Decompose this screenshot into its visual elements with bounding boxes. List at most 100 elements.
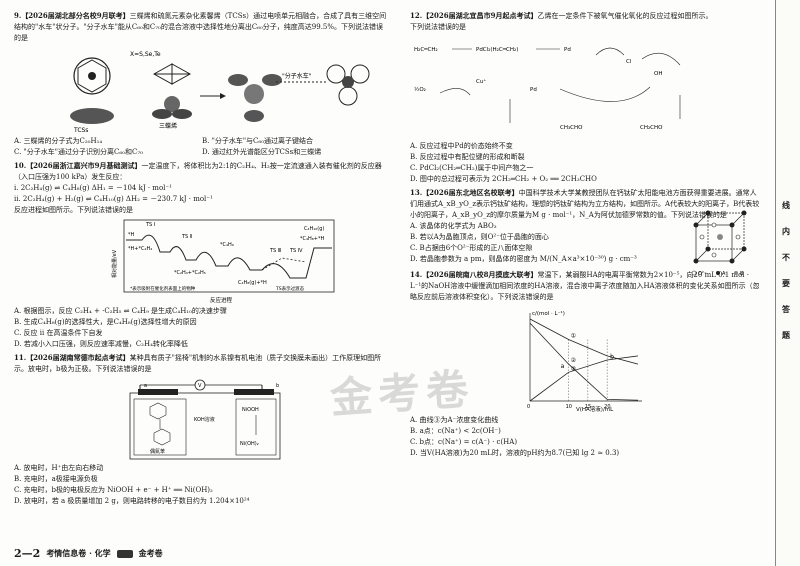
q10-reaction-2: ⅱ. 2C₂H₄(g) + H₂(g) ⇌ C₄H₁₀(g) ΔH₂ = －23… bbox=[14, 195, 213, 203]
q11-option-b[interactable]: B. 充电时，a极接电源负极 bbox=[14, 475, 98, 483]
niooh-label: NiOOH bbox=[242, 407, 259, 413]
tcss-label: TCSs bbox=[73, 127, 88, 134]
q10-label-h-c2h4: *H+*C₂H₄ bbox=[128, 246, 152, 252]
question-source: 【2026届湖南常德市起点考试】 bbox=[26, 353, 130, 362]
q11-option-c[interactable]: C. 充电时，b极的电极反应为 NiOOH + e⁻ + H⁺ ══ Ni(OH… bbox=[14, 486, 213, 494]
q10-label-ts3: TS Ⅲ bbox=[269, 248, 281, 254]
q10-label-c2h4-c2h5: *C₂H₄+*C₂H₅ bbox=[174, 270, 206, 276]
q10-prompt: 反应进程如图所示。下列说法错误的是 bbox=[14, 206, 133, 214]
q12-acetaldehyde: CH₃CHO bbox=[560, 125, 583, 131]
footer-title: 考情信息卷 · 化学 bbox=[46, 548, 111, 558]
electrode-b bbox=[234, 389, 274, 395]
q12-option-b[interactable]: B. 反应过程中有配位键的形成和断裂 bbox=[410, 153, 525, 161]
question-source: 【2026届皖南八校8月摸底大联考】 bbox=[422, 270, 538, 279]
electrode-a bbox=[138, 389, 178, 395]
question-12: 12.【2026届湖北宜昌市9月起点考试】乙烯在一定条件下被氧气催化氧化的反应过… bbox=[410, 10, 760, 185]
q14-curve-label: ② bbox=[571, 357, 577, 364]
voltmeter-icon bbox=[194, 379, 206, 391]
question-number: 10. bbox=[14, 161, 27, 170]
q10-reaction-1: ⅰ. 2C₂H₄(g) ⇌ C₄H₈(g) ΔH₁ = －104 kJ · mo… bbox=[14, 184, 172, 192]
q10-energy-diagram: 相对能量/eV *H TS Ⅰ *H+*C₂H₄ TS Ⅱ *C₂H₄+*C₂H… bbox=[111, 219, 335, 304]
q10-note-1: *表示吸附在催化剂表面上的物种 bbox=[130, 285, 196, 292]
nioh-label: Ni(OH)₂ bbox=[240, 441, 259, 447]
question-source: 【2026届湖北部分名校9月联考】 bbox=[21, 11, 130, 20]
q10-figure: 相对能量/eV *H TS Ⅰ *H+*C₂H₄ TS Ⅱ *C₂H₄+*C₂H… bbox=[14, 218, 390, 304]
binding-margin: 线 内 不 要 答 题 bbox=[775, 0, 800, 566]
q11-figure: V a b 偶氮苯 KOH溶液 NiOOH bbox=[14, 377, 390, 461]
triptycene-molecule bbox=[152, 63, 192, 119]
margin-char: 不 bbox=[782, 252, 790, 262]
q9-option-c[interactable]: C. "分子水车"通过分子识别分离C₆₀和C₇₀ bbox=[14, 148, 143, 156]
q10-option-d[interactable]: D. 若减小入口压强，则反应速率减慢，C₂H₄转化率降低 bbox=[14, 340, 188, 348]
q14-option-b[interactable]: B. a点：c(Na⁺) < 2c(OH⁻) bbox=[410, 427, 501, 435]
q13-option-b[interactable]: B. 若以A为晶胞顶点，则O²⁻位于晶胞的面心 bbox=[410, 233, 549, 241]
q11-battery-diagram: V a b 偶氮苯 KOH溶液 NiOOH bbox=[129, 379, 281, 460]
q14-point-b: b bbox=[610, 353, 614, 360]
q12-pd: Pd bbox=[564, 47, 571, 53]
q12-option-a[interactable]: A. 反应过程中Pd的价态始终不变 bbox=[410, 142, 513, 150]
question-stem: 三蝶烯和硫氮元素杂化素馨烯（TCSs）通过电喷单元相融合，合成了具有三维空间结构… bbox=[14, 12, 387, 42]
q10-option-c[interactable]: C. 反应 ⅱ 在高温条件下自发 bbox=[14, 329, 103, 337]
q12-prompt: 下列说法错误的是 bbox=[410, 23, 466, 31]
footer-brand: 金考卷 bbox=[138, 548, 163, 558]
q14-option-a[interactable]: A. 曲线③为A⁻浓度变化曲线 bbox=[410, 416, 499, 424]
q12-pd-2: Pd bbox=[530, 87, 537, 93]
q14-series-1 bbox=[529, 318, 639, 365]
q10-label-c4h9: *C₄H₉ bbox=[220, 242, 234, 248]
q14-option-c[interactable]: C. b点：c(Na⁺) = c(A⁻) · c(HA) bbox=[410, 438, 518, 446]
q10-label-h: *H bbox=[128, 232, 135, 238]
q12-cycle-diagram: H₂C═CH₂ PdCl₂(H₂C═CH₂) Pd Cl OH ½O₂ Cu⁺ … bbox=[414, 47, 681, 131]
q14-option-d[interactable]: D. 当V(HA溶液)为20 mL时，溶液的pH约为8.7(已知 lg 2 ≈ … bbox=[410, 449, 620, 457]
q11-option-a[interactable]: A. 放电时，H⁺由左向右移动 bbox=[14, 464, 104, 472]
q13-crystal-cell: O²⁻ A B bbox=[691, 210, 747, 277]
voltmeter-label: V bbox=[198, 383, 202, 389]
q13-option-d[interactable]: D. 若晶胞参数为 a pm，则晶体的密度为 M/(N_A×a³×10⁻³⁰) … bbox=[410, 255, 637, 263]
question-11: 11.【2026届湖南常德市起点考试】某种具有质子"摇椅"机制的水系镍有机电池（… bbox=[14, 352, 390, 507]
q9-figure: TCSs X=S,Se,Te 三蝶烯 bbox=[14, 46, 390, 134]
q13-option-c[interactable]: C. B占据由6个O²⁻形成的正八面体空隙 bbox=[410, 244, 533, 252]
margin-char: 题 bbox=[782, 330, 790, 340]
q10-energy-path bbox=[126, 234, 332, 279]
q10-option-a[interactable]: A. 根据图示，反应 C₂H₄ + ·C₂H₅ ⇌ C₄H₉ 是生成C₄H₁₀的… bbox=[14, 307, 227, 315]
question-number: 13. bbox=[410, 188, 423, 197]
question-stem: 中国科学技术大学某教授团队在钙钛矿太阳能电池方面获得重要进展。通常人们用通式A_… bbox=[410, 189, 760, 219]
question-number: 11. bbox=[14, 353, 27, 362]
q10-label-c4h10: C₄H₁₀(g) bbox=[304, 226, 324, 232]
margin-char: 线 bbox=[782, 200, 790, 210]
waterwheel-label: "分子水车" bbox=[282, 72, 312, 80]
margin-char: 内 bbox=[782, 226, 790, 236]
q14-series-2 bbox=[529, 322, 639, 401]
question-stem: 常温下，某弱酸HA的电离平衡常数为2×10⁻⁵，向20 mL 0.1 mol ·… bbox=[410, 271, 760, 301]
left-column: 9.【2026届湖北部分名校9月联考】三蝶烯和硫氮元素杂化素馨烯（TCSs）通过… bbox=[14, 10, 390, 507]
question-14: 14.【2026届皖南八校8月摸底大联考】常温下，某弱酸HA的电离平衡常数为2×… bbox=[410, 269, 760, 459]
q11-option-d[interactable]: D. 放电时，若 a 极质量增加 2 g，则电路转移的电子数目约为 1.204×… bbox=[14, 497, 250, 505]
q10-label-c4h8g: C₄H₈(g)+*H bbox=[238, 280, 267, 286]
q13-legend-a: A bbox=[722, 271, 726, 277]
q10-option-b[interactable]: B. 生成C₄H₈(g)的选择性大，是C₄H₈(g)选择性增大的原因 bbox=[14, 318, 197, 326]
q12-option-c[interactable]: C. PdCl₂(CH₂═CH₂)属于中间产物之一 bbox=[410, 164, 534, 172]
q13-option-a[interactable]: A. 该晶体的化学式为 ABO₃ bbox=[410, 222, 497, 230]
q10-xlabel: 反应进程 bbox=[210, 296, 233, 304]
watermark: 金考卷 bbox=[328, 364, 476, 423]
page-number: 2—2 bbox=[14, 547, 41, 560]
q9-options-row2: C. "分子水车"通过分子识别分离C₆₀和C₇₀ D. 通过红外光谱能区分TCS… bbox=[14, 147, 390, 158]
q12-option-d[interactable]: D. 图中的总过程可表示为 2CH₂═CH₂ + O₂ ══ 2CH₃CHO bbox=[410, 175, 597, 183]
q9-option-d[interactable]: D. 通过红外光谱能区分TCSs和三蝶烯 bbox=[202, 148, 322, 156]
brand-logo-icon bbox=[116, 549, 133, 558]
question-stem: 乙烯在一定条件下被氧气催化氧化的反应过程如图所示。 bbox=[537, 12, 713, 20]
q9-option-b[interactable]: B. "分子水车"与C₆₀通过离子键结合 bbox=[202, 137, 314, 145]
q9-option-a[interactable]: A. 三蝶烯的分子式为C₂₀H₁₄ bbox=[14, 137, 103, 145]
electrode-b-label: b bbox=[276, 383, 279, 389]
question-number: 9. bbox=[14, 11, 22, 20]
q14-series-3 bbox=[529, 355, 639, 402]
margin-char: 答 bbox=[782, 304, 790, 314]
molecular-waterwheel bbox=[228, 74, 282, 122]
question-stem: 某种具有质子"摇椅"机制的水系镍有机电池（质子交换膜未画出）工作原理如图所示。放… bbox=[14, 354, 382, 373]
q14-xlabel: V(HA溶液)/mL bbox=[576, 405, 614, 413]
q14-x-tick: 15 bbox=[585, 404, 591, 410]
question-number: 12. bbox=[410, 11, 423, 20]
question-source: 【2026届湖北宜昌市9月起点考试】 bbox=[422, 11, 538, 20]
koh-label: KOH溶液 bbox=[194, 416, 215, 423]
